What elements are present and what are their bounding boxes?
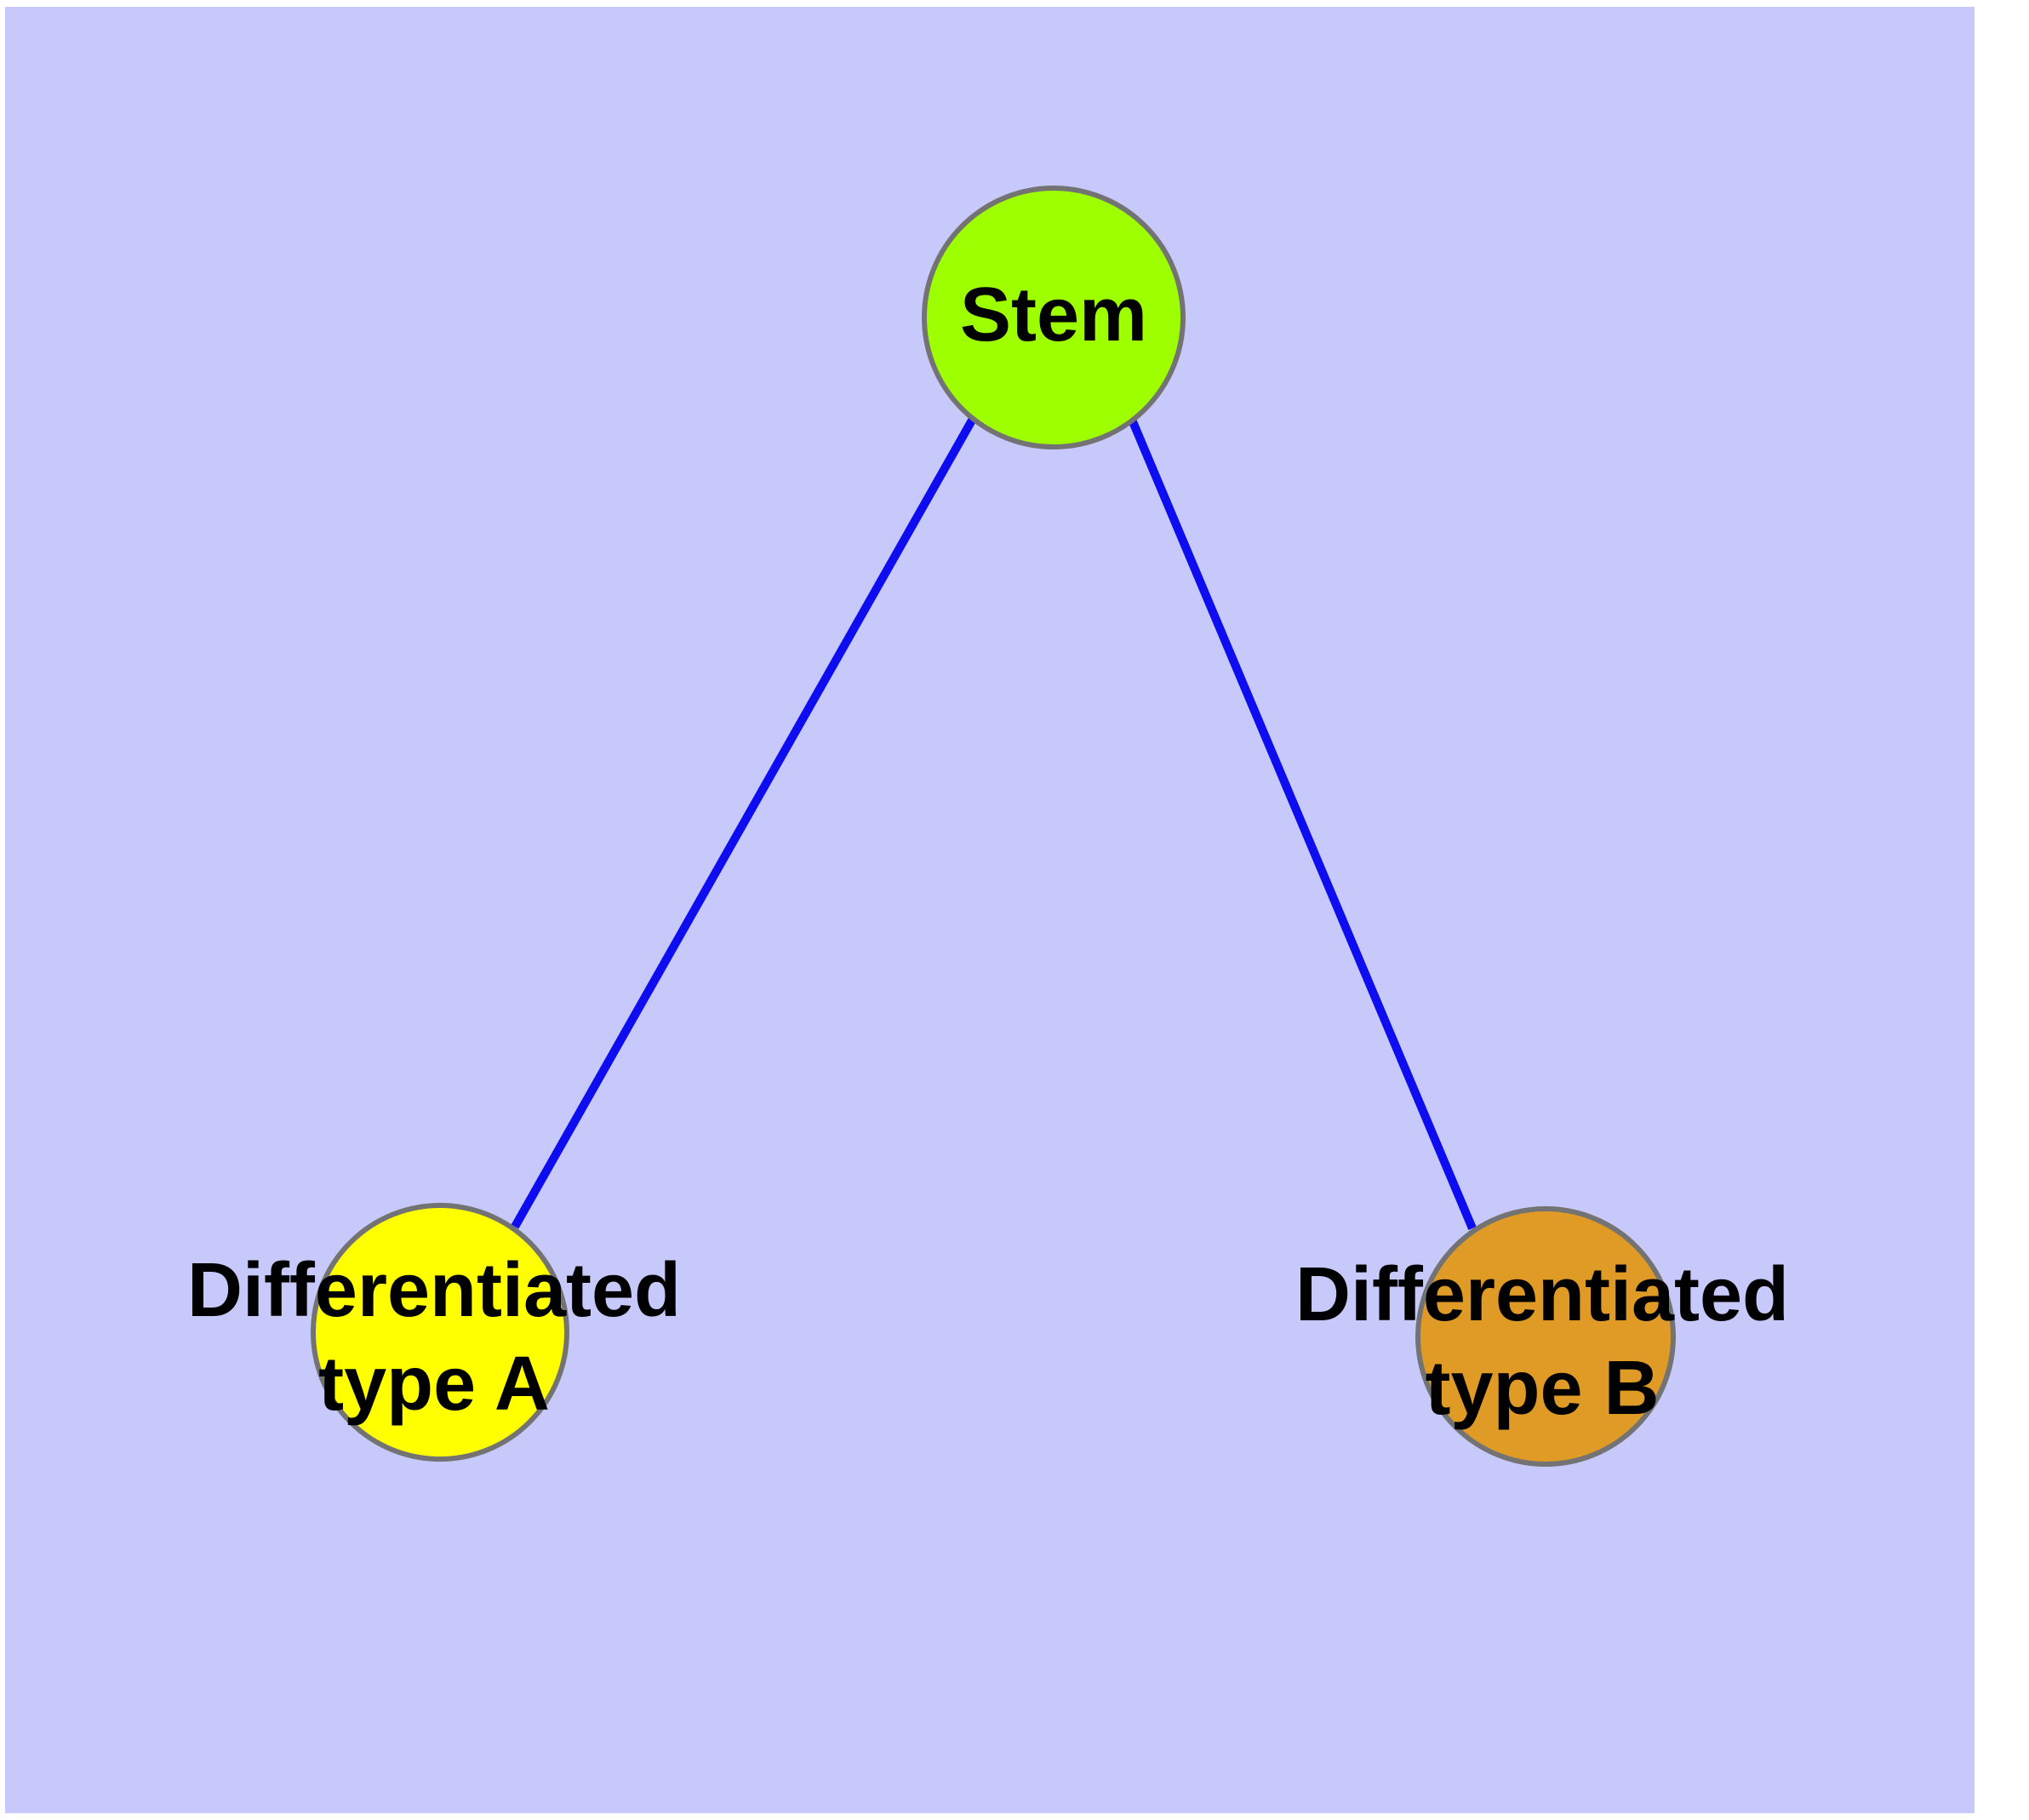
node-differentiated-type-b[interactable] (1415, 1206, 1676, 1467)
node-layer (311, 186, 1676, 1467)
node-differentiated-type-a-label-line1: Differentiated (187, 1248, 681, 1333)
edge-layer (511, 416, 1477, 1230)
edge-stem-to-differentiated-type-b[interactable] (1128, 418, 1477, 1230)
node-differentiated-type-a[interactable] (311, 1203, 569, 1462)
node-stem-label: Stem (960, 272, 1147, 358)
node-differentiated-type-b-label-line1: Differentiated (1295, 1252, 1789, 1337)
node-label-layer: Stem Differentiated type A Differentiate… (187, 272, 1789, 1431)
node-differentiated-type-b-circle[interactable] (1415, 1206, 1676, 1467)
node-stem-circle[interactable] (922, 186, 1186, 449)
node-differentiated-type-b-label-line2: type B (1425, 1346, 1659, 1431)
node-stem[interactable] (922, 186, 1186, 449)
node-differentiated-type-a-circle[interactable] (311, 1203, 569, 1462)
edge-stem-to-differentiated-type-a[interactable] (511, 416, 977, 1229)
node-differentiated-type-a-label-line2: type A (318, 1342, 550, 1427)
